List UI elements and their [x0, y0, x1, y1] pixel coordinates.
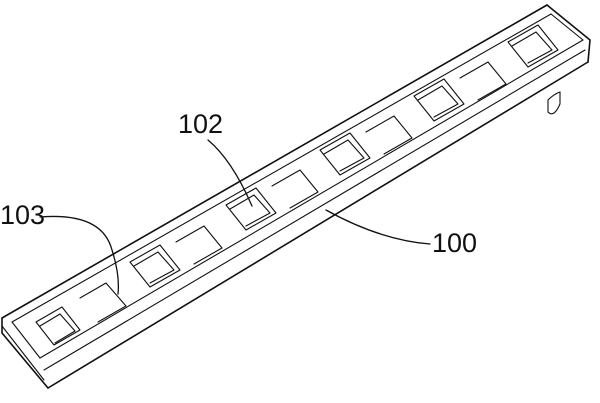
recess-cell: [365, 115, 413, 155]
recess-cell: [459, 61, 507, 101]
ref-label-102: 102: [178, 109, 223, 139]
ref-label-100: 100: [432, 228, 477, 258]
recess-cell: [271, 169, 319, 209]
leader-line-100: [325, 209, 431, 245]
label-102-group: 102: [178, 109, 253, 207]
strip-housing: [1, 4, 591, 389]
leader-line-103: [39, 215, 120, 295]
label-100-group: 100: [325, 209, 477, 258]
recess-cell: [79, 282, 127, 323]
label-103-group: 103: [0, 200, 120, 295]
leader-line-102: [207, 139, 253, 207]
recess-cell: [175, 225, 223, 265]
pad: [413, 78, 465, 122]
pad: [319, 132, 371, 176]
ref-label-103: 103: [0, 200, 45, 230]
pad: [507, 24, 559, 68]
pad-row: [35, 24, 559, 346]
pad: [129, 244, 181, 288]
pad: [35, 306, 81, 346]
